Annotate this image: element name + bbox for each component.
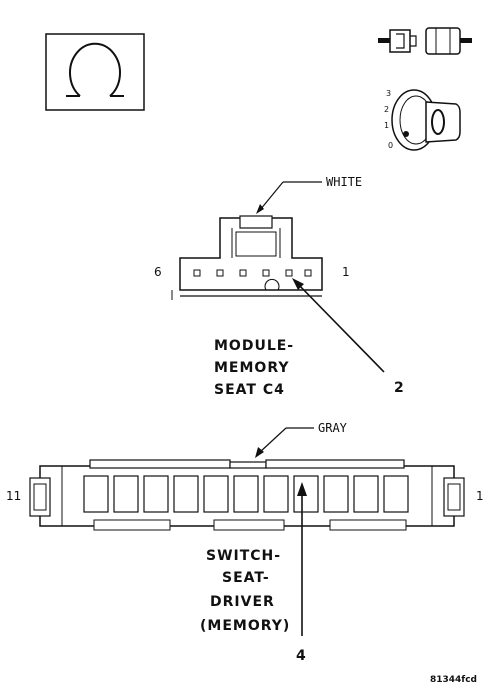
module-label-line1: MODULE-	[214, 338, 294, 354]
ignition-position-2: 2	[384, 105, 389, 114]
ignition-position-1: 1	[384, 121, 389, 130]
c4-pin-cavities	[193, 269, 312, 277]
gray-label: GRAY	[318, 421, 348, 435]
ignition-key-icon: 3 2 1 0	[384, 89, 461, 151]
ohm-meter-icon	[45, 33, 145, 111]
c4-pin-6-label: 6	[154, 265, 162, 279]
module-label-line3: SEAT C4	[214, 382, 285, 398]
figure-code: 81344fcd	[430, 675, 477, 685]
ignition-position-3: 3	[386, 89, 391, 98]
module-memory-seat-c4-connector	[171, 215, 323, 300]
white-label: WHITE	[326, 175, 362, 189]
switch-pin-cavities	[83, 475, 409, 513]
switch-label-line1: SWITCH-	[206, 548, 281, 564]
ignition-position-0: 0	[388, 141, 393, 150]
connector-disconnect-icon	[378, 27, 472, 55]
module-label-line2: MEMORY	[214, 360, 289, 376]
switch-label-line2: SEAT-	[222, 570, 270, 586]
callout-4: 4	[296, 648, 307, 664]
callout-2: 2	[394, 380, 405, 396]
c4-pin-1-label: 1	[342, 265, 350, 279]
switch-pin-11-label: 11	[6, 489, 21, 503]
switch-seat-driver-memory-connector	[29, 459, 465, 531]
switch-label-line3: DRIVER	[210, 594, 275, 610]
switch-pin-1-label: 1	[476, 489, 484, 503]
switch-label-line4: (MEMORY)	[200, 618, 290, 634]
